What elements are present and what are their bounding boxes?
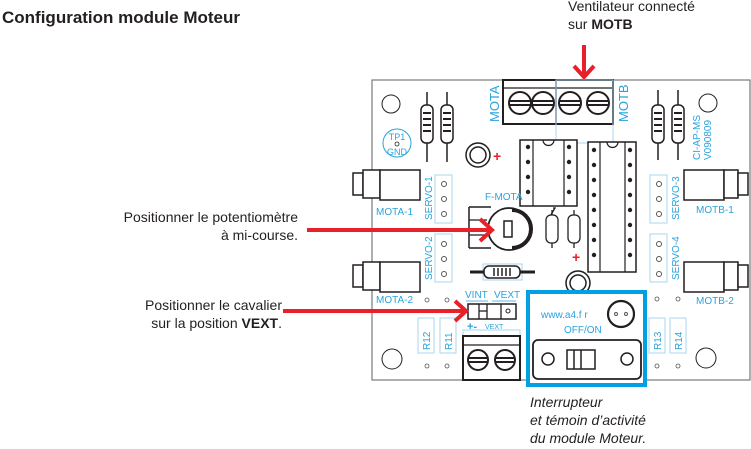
website-label: www.a4.f r [540,310,588,321]
servo-header-1 [434,174,453,224]
servo1-label: SERVO-1 [424,176,435,220]
potentiometer-label: F-MOTA [485,192,523,203]
led-top: + [465,142,501,168]
ic-small-pins [525,144,572,195]
potentiometer-callout: Positionner le potentiomètre à mi-course… [118,208,298,244]
vext-label: VEXT [494,290,520,301]
mounting-hole [698,93,718,113]
vext-power-label: VEXT [485,324,504,331]
potentiometer [468,206,533,251]
ic-small [519,139,578,207]
switch-callout-line2: et témoin d’activité [530,412,646,428]
resistor-footprints [417,317,687,354]
mounting-hole [381,94,401,114]
terminal-block-power [462,329,521,381]
servo2-label: SERVO-2 [424,236,435,280]
testpoint-label: TP1 [389,132,406,142]
mounting-holes [381,93,718,370]
fan-callout: Ventilateur connecté sur MOTB [568,0,695,33]
switch-area: www.a4.f r OFF/ON [526,290,647,387]
connector-motb-1 [683,169,749,201]
r13-label: R13 [653,331,664,350]
jumper-callout-line2: sur la position VEXT. [151,315,282,331]
connector-mota-1 [352,169,421,201]
potentiometer-callout-line2: à mi-course. [220,227,298,243]
r11-label: R11 [444,332,455,350]
ic-large [587,141,637,273]
resistor-horizontal [470,263,535,281]
fan-callout-line2: sur MOTB [568,16,633,32]
led-plus-sign: + [493,148,501,164]
capacitors [545,207,581,248]
mota-terminal-label: MOTA [487,85,502,122]
terminal-block-mot [502,79,614,144]
mounting-hole [381,348,403,370]
potentiometer-wiper[interactable] [503,220,513,238]
switch-callout-line3: du module Moteur. [530,430,647,446]
mota1-label: MOTA-1 [376,207,413,218]
fan-callout-line1: Ventilateur connecté [568,0,695,14]
pads [424,296,681,369]
r12-label: R12 [422,331,433,350]
servo-header-2 [434,233,453,283]
activity-led [606,299,636,329]
switch-callout: Interrupteur et témoin d’activité du mod… [530,393,646,447]
servo4-label: SERVO-4 [671,236,682,280]
switch-label: OFF/ON [564,325,602,336]
r14-label: R14 [674,331,685,350]
board-version-label: CI-AP-MS [692,115,703,160]
vint-label: VINT [465,290,488,301]
jumper-callout-line1: Positionner le cavalier [145,297,282,313]
led-plus-sign: + [572,249,580,265]
board-version-date: V090809 [703,120,714,160]
motb-terminal-label: MOTB [616,84,631,122]
arrow-potentiometer [307,217,495,243]
arrow-fan [572,45,596,80]
resistor-pair-left [420,92,454,162]
jumper-callout: Positionner le cavalier sur la position … [104,296,282,332]
servo-header-4 [649,233,668,283]
power-switch[interactable] [566,349,596,370]
jumper-vext[interactable] [467,303,517,320]
servo3-label: SERVO-3 [671,176,682,220]
polarity-label: +- [467,321,477,333]
connector-motb-2 [683,261,749,293]
potentiometer-callout-line1: Positionner le potentiomètre [123,209,298,225]
resistor-pair-right [651,90,685,160]
page-title: Configuration module Moteur [2,8,240,27]
gnd-label: GND [387,147,408,157]
motb1-label: MOTB-1 [696,205,734,216]
mounting-hole [695,347,717,369]
mota2-label: MOTA-2 [376,295,413,306]
connector-mota-2 [352,261,421,293]
servo-header-3 [649,174,668,224]
testpoint-tp1: TP1 GND [382,128,412,158]
motb2-label: MOTB-2 [696,296,734,307]
arrow-jumper [283,299,469,323]
switch-callout-line1: Interrupteur [530,394,603,410]
